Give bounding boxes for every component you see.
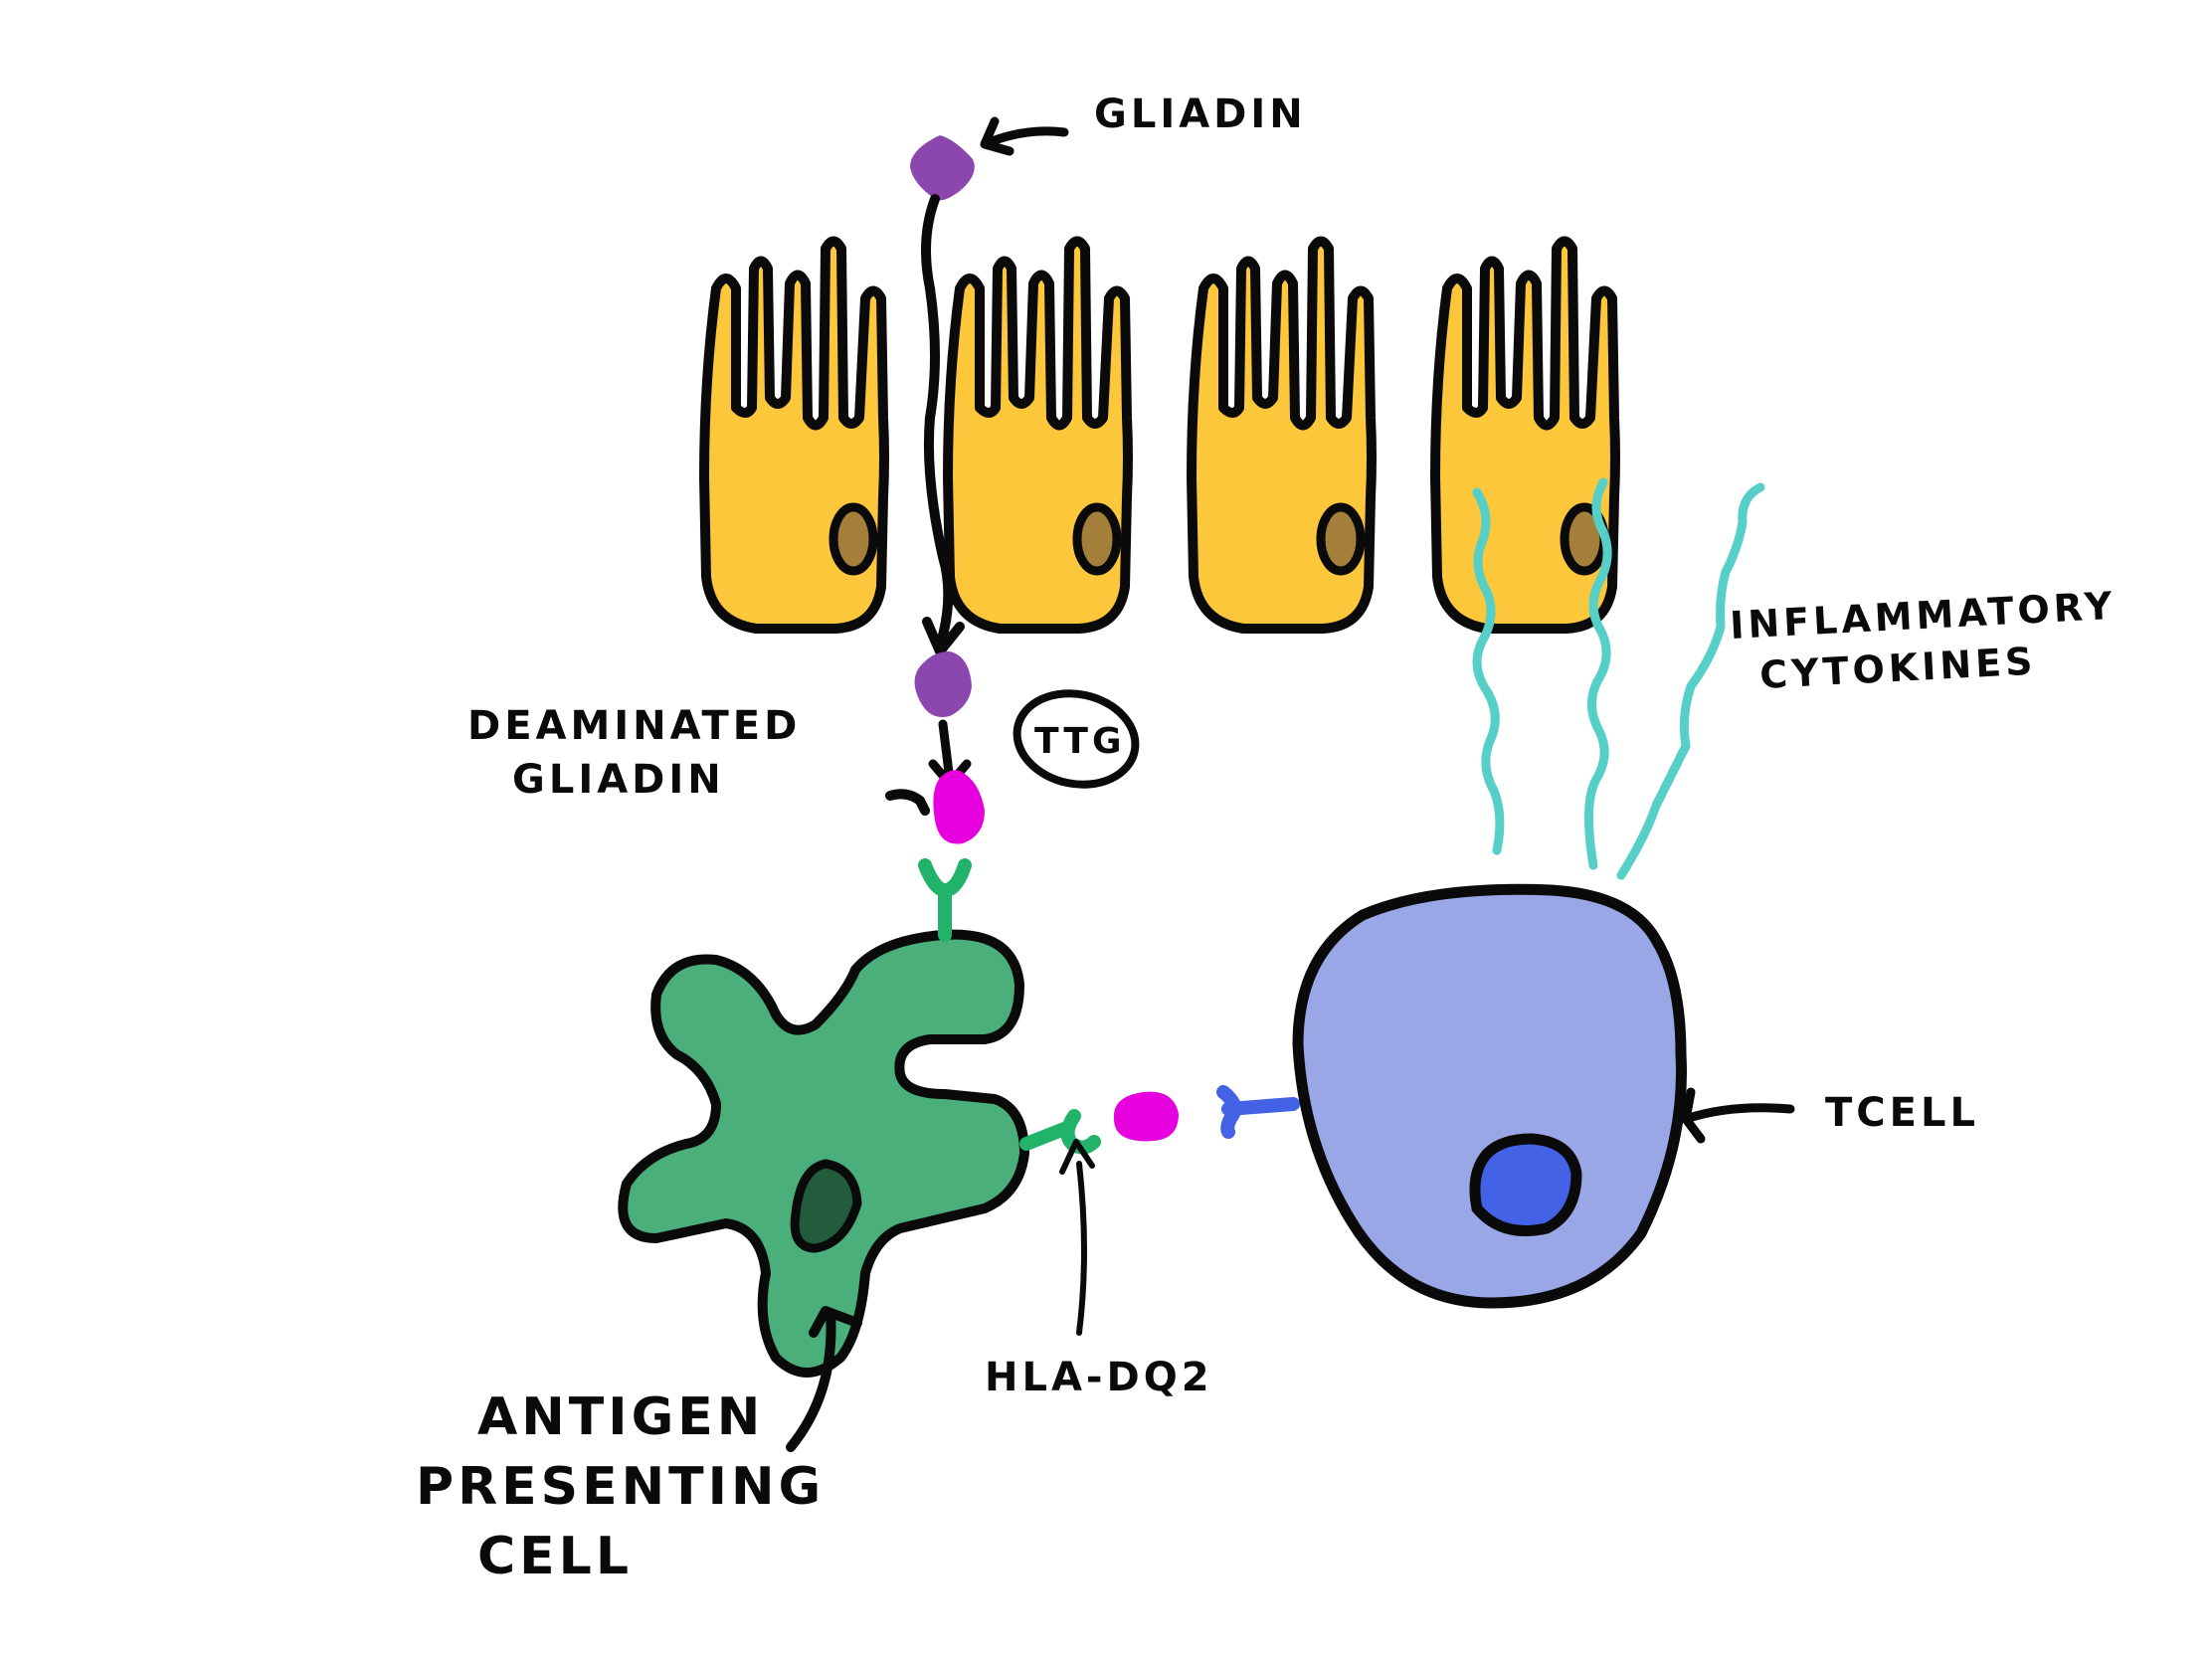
epithelial-cell [1187, 236, 1377, 634]
cytokine-strand [1616, 482, 1765, 880]
gliadin-molecule [910, 135, 975, 201]
apc-top-receptor [918, 858, 972, 942]
epithelial-cell [699, 236, 889, 634]
epithelial-nucleus [1316, 502, 1366, 576]
epithelial-cell [1430, 236, 1620, 634]
cytokine-strand [1472, 487, 1505, 855]
cytokines [1472, 477, 1765, 880]
gliadin-transport-path [921, 194, 954, 651]
label-tcell: TCELL [1825, 1090, 1979, 1136]
cytokine-strand [1584, 477, 1612, 870]
label-ttg: TTG [1034, 721, 1126, 762]
gliadin-pointer-arrow [980, 116, 1069, 156]
apc-nucleus [790, 1159, 862, 1253]
tcell-receptor [1216, 1085, 1300, 1139]
label-gliadin: GLIADIN [1094, 92, 1307, 137]
deaminated-gliadin-molecule [933, 770, 985, 844]
epithelial-nucleus [829, 502, 878, 576]
t-cell [1292, 883, 1687, 1309]
deamination-mark [885, 789, 930, 816]
label-cytokines-1: INFLAMMATORY [1729, 584, 2117, 647]
label-cytokines-2: CYTOKINES [1758, 639, 2037, 697]
label-apc-2: PRESENTING [416, 1457, 825, 1517]
tcell-nucleus [1469, 1133, 1582, 1236]
apc-pointer-arrow [786, 1306, 862, 1452]
label-deaminated-1: DEAMINATED [467, 703, 801, 749]
hla-dq2-receptor [1019, 1109, 1101, 1155]
label-hla-dq2: HLA-DQ2 [985, 1355, 1213, 1400]
hla-pointer-arrow [1059, 1139, 1095, 1336]
epithelial-cell [943, 236, 1133, 634]
presented-antigen [1113, 1091, 1179, 1142]
transport-arrow-head [922, 617, 965, 656]
antigen-presenting-cell [618, 929, 1029, 1378]
label-apc-1: ANTIGEN [477, 1387, 764, 1447]
ttg-enzyme [1013, 689, 1140, 789]
epithelium [699, 236, 1620, 634]
label-deaminated-2: GLIADIN [512, 757, 725, 803]
gliadin-after-transport [914, 651, 972, 717]
epithelial-nucleus [1072, 502, 1122, 576]
label-apc-3: CELL [477, 1527, 633, 1586]
tcell-pointer-arrow [1681, 1087, 1795, 1144]
